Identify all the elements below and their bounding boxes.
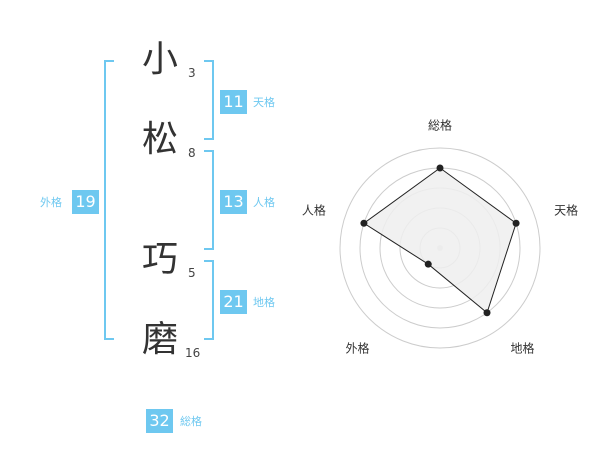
chikaku-label: 地格: [253, 296, 275, 309]
name-char-3: 巧: [142, 239, 179, 280]
radar-axis-label-2: 天格: [554, 202, 578, 217]
soukaku-badge: 32: [146, 409, 173, 433]
name-char-1: 小: [142, 39, 179, 80]
name-char-2: 松: [142, 119, 179, 160]
radar-grid-ring: [339, 147, 541, 349]
radar-axis-label-1: 総格: [428, 118, 452, 133]
radar-axis-label-5: 人格: [302, 202, 326, 217]
stroke-count-1: 3: [188, 66, 196, 80]
gaikaku-badge: 19: [72, 190, 99, 214]
jinkaku-bracket: [204, 150, 214, 250]
tenkaku-badge: 11: [220, 90, 247, 114]
tenkaku-label: 天格: [253, 96, 275, 109]
gaikaku-label: 外格: [40, 196, 62, 209]
radar-axis-label-3: 地格: [511, 341, 535, 356]
chikaku-badge: 21: [220, 290, 247, 314]
radar-point-1: [436, 164, 444, 172]
soukaku-label: 総格: [180, 415, 202, 428]
radar-point-4: [424, 260, 432, 268]
radar-axis-label-4: 外格: [345, 341, 369, 356]
tenkaku-bracket: [204, 60, 214, 140]
stroke-count-3: 5: [188, 266, 196, 280]
chikaku-bracket: [204, 260, 214, 340]
radar-point-2: [512, 219, 520, 227]
radar-point-5: [360, 219, 368, 227]
stroke-count-4: 16: [185, 346, 201, 360]
stroke-count-2: 8: [188, 146, 196, 160]
jinkaku-badge: 13: [220, 190, 247, 214]
jinkaku-label: 人格: [253, 196, 275, 209]
name-char-4: 磨: [142, 319, 179, 360]
radar-polygon: [363, 167, 517, 314]
radar-point-3: [483, 309, 491, 317]
gaikaku-bracket: [104, 60, 114, 340]
